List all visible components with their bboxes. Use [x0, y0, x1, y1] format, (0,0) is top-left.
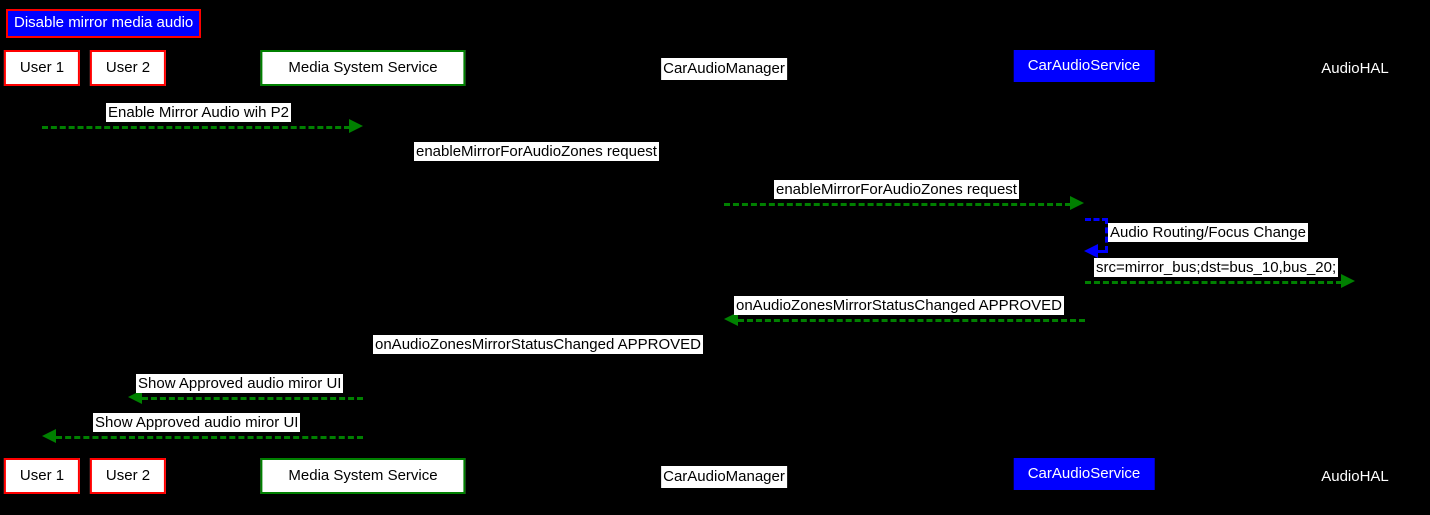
participant-car-audio-service-bottom[interactable]: CarAudioService: [1013, 458, 1155, 490]
diagram-title: Disable mirror media audio: [6, 9, 202, 38]
participant-user1-top[interactable]: User 1: [3, 50, 81, 86]
participant-media-system-service-top[interactable]: Media System Service: [260, 50, 466, 86]
participant-car-audio-service-top[interactable]: CarAudioService: [1013, 50, 1155, 82]
participant-label: CarAudioManager: [663, 60, 785, 77]
message-1-arrowhead-icon: [349, 119, 363, 133]
message-9-line: [56, 436, 363, 439]
lifeline-user2: [127, 90, 129, 452]
message-5-line: [1085, 281, 1342, 284]
participant-label: Media System Service: [288, 467, 438, 484]
participant-user2-bottom[interactable]: User 2: [89, 458, 167, 494]
participant-audio-hal-bottom[interactable]: AudioHAL: [1319, 466, 1391, 488]
lifeline-media-system-service: [362, 90, 364, 452]
message-2-line: [363, 165, 710, 168]
message-8-line: [142, 397, 363, 400]
participant-car-audio-manager-bottom[interactable]: CarAudioManager: [661, 466, 787, 488]
message-4-arrowhead-icon: [1084, 244, 1098, 258]
participant-user2-top[interactable]: User 2: [89, 50, 167, 86]
message-9-arrowhead-icon: [42, 429, 56, 443]
message-3-arrowhead-icon: [1070, 196, 1084, 210]
message-8-label: Show Approved audio miror UI: [136, 374, 344, 393]
message-2-label: enableMirrorForAudioZones request: [414, 142, 659, 161]
participant-user1-bottom[interactable]: User 1: [3, 458, 81, 494]
participant-media-system-service-bottom[interactable]: Media System Service: [260, 458, 466, 494]
participant-label: CarAudioManager: [663, 468, 785, 485]
message-5-label: src=mirror_bus;dst=bus_10,bus_20;: [1094, 258, 1339, 277]
message-4-selfloop-bottom: [1096, 250, 1108, 253]
lifeline-car-audio-manager: [723, 82, 725, 460]
participant-car-audio-manager-top[interactable]: CarAudioManager: [661, 58, 787, 80]
message-4-label: Audio Routing/Focus Change: [1108, 223, 1308, 242]
message-3-line: [724, 203, 1071, 206]
participant-label: User 1: [19, 59, 65, 76]
participant-label: Media System Service: [288, 59, 438, 76]
message-3-label: enableMirrorForAudioZones request: [774, 180, 1019, 199]
message-4-selfloop-side: [1105, 218, 1108, 252]
participant-audio-hal-top[interactable]: AudioHAL: [1319, 58, 1391, 80]
lifeline-car-audio-service: [1083, 90, 1085, 452]
message-6-label: onAudioZonesMirrorStatusChanged APPROVED: [734, 296, 1065, 315]
message-1-line: [42, 126, 350, 129]
participant-label: CarAudioService: [1027, 57, 1141, 74]
participant-label: AudioHAL: [1321, 468, 1389, 485]
lifeline-user1: [41, 90, 43, 452]
message-9-label: Show Approved audio miror UI: [93, 413, 301, 432]
message-8-arrowhead-icon: [128, 390, 142, 404]
participant-label: CarAudioService: [1027, 465, 1141, 482]
participant-label: AudioHAL: [1321, 60, 1389, 77]
message-7-label: onAudioZonesMirrorStatusChanged APPROVED: [373, 335, 704, 354]
message-1-label: Enable Mirror Audio wih P2: [106, 103, 291, 122]
message-7-line: [363, 358, 724, 361]
message-4-selfloop-top: [1085, 218, 1108, 221]
participant-label: User 2: [105, 467, 151, 484]
lifeline-audio-hal: [1354, 82, 1356, 460]
message-5-arrowhead-icon: [1341, 274, 1355, 288]
participant-label: User 1: [19, 467, 65, 484]
message-6-arrowhead-icon: [724, 312, 738, 326]
participant-label: User 2: [105, 59, 151, 76]
message-6-line: [738, 319, 1085, 322]
